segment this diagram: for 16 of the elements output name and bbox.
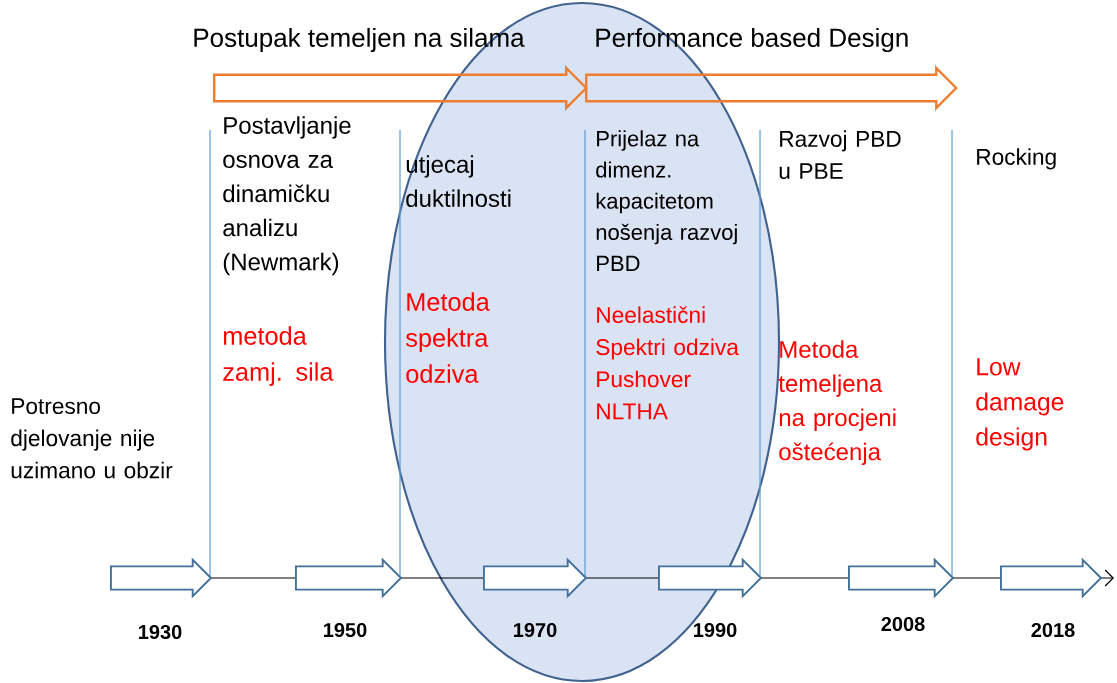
- column-text: Razvoj PBD u PBE: [779, 130, 901, 180]
- column-text: Potresno djelovanje nije uzimano u obzir: [11, 398, 173, 479]
- year-label: 1990: [694, 622, 737, 638]
- column-text: Rocking: [977, 148, 1056, 170]
- year-label: 1930: [139, 624, 182, 640]
- year-label: 2018: [1031, 622, 1075, 638]
- column-text: Postavljanje osnova za dinamičku analizu (Newmark): [223, 116, 351, 276]
- column-text: Metoda temeljena na procjeni oštećenja: [778, 340, 896, 466]
- year-label: 1950: [324, 622, 367, 638]
- year-label: 1970: [514, 622, 557, 638]
- column-text: Metoda spektra odziva: [406, 292, 490, 383]
- column-text: Prijelaz na dimenz. kapacitetom nošenja razvoj PBD: [596, 130, 737, 271]
- column-text: Low damage design: [976, 358, 1064, 451]
- column-text: Neelastični Spektri odziva Pushover NLTHA: [596, 306, 739, 420]
- column-text: metoda zamj. sila: [223, 326, 334, 386]
- year-label: 2008: [881, 616, 925, 632]
